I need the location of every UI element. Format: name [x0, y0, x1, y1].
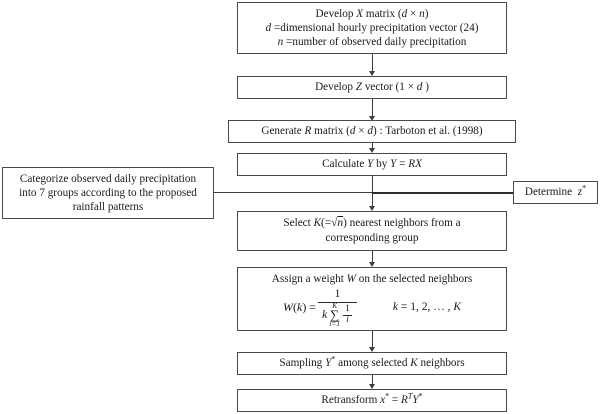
- formula-numerator: 1: [334, 288, 341, 301]
- arrowhead-sampling: [369, 347, 375, 352]
- arrowhead-generate-r: [369, 116, 375, 121]
- arrowhead-select-k: [369, 206, 375, 211]
- formula-denominator: k K ∑ i=1 1 i: [318, 301, 357, 329]
- connector-develop-x-to-develop-z: [372, 54, 373, 73]
- node-sampling-y-star-line1: Sampling Y* among selected K neighbors: [279, 354, 465, 370]
- assign-weight-formula: W(k) = 1 k K ∑ i=1 1 i: [242, 287, 502, 327]
- arrowhead-retransform: [369, 384, 375, 389]
- node-determine-z-star: Determine z*: [513, 181, 598, 204]
- formula-lhs: W(k) =: [282, 299, 317, 314]
- connector-select-k-to-assign-weight: [372, 251, 373, 264]
- arrowhead-develop-z: [369, 71, 375, 76]
- node-select-k-neighbors: Select K(=√n) nearest neighbors from a c…: [237, 211, 507, 251]
- node-determine-z-star-line1: Determine z*: [524, 183, 587, 199]
- node-sampling-y-star: Sampling Y* among selected K neighbors: [237, 352, 507, 375]
- formula-sigma: K ∑ i=1: [329, 301, 341, 329]
- formula-inner-numerator: 1: [345, 303, 350, 314]
- arrowhead-calculate-y: [369, 148, 375, 153]
- node-retransform-x-star-line1: Retransform x* = RTY*: [321, 391, 423, 407]
- node-develop-x-matrix-line1: Develop X matrix (d × n): [315, 7, 429, 20]
- node-develop-z-vector-line1: Develop Z vector (1 × d ): [315, 81, 429, 94]
- formula-sigma-glyph: ∑: [330, 307, 340, 323]
- node-develop-z-vector: Develop Z vector (1 × d ): [237, 76, 507, 99]
- formula-range: k = 1, 2, … , K: [392, 301, 461, 314]
- formula-sigma-lower: i=1: [329, 319, 341, 329]
- formula-sigma-upper: K: [332, 301, 338, 311]
- connector-determine-z-to-main-flow: [372, 192, 513, 194]
- node-generate-r-matrix: Generate R matrix (d × d) : Tarboton et …: [228, 120, 516, 143]
- formula-fraction: 1 k K ∑ i=1 1 i: [318, 287, 357, 329]
- formula-equation: W(k) = 1 k K ∑ i=1 1 i: [282, 287, 359, 329]
- formula-inner-fraction: 1 i: [342, 303, 353, 326]
- arrowhead-assign-weight: [369, 262, 375, 267]
- node-assign-weight-line1: Assign a weight W on the selected neighb…: [271, 273, 473, 285]
- node-select-k-neighbors-line2: corresponding group: [325, 232, 419, 245]
- connector-generate-r-to-calculate-y: [372, 143, 373, 149]
- node-categorize-precipitation-line3: rainfall patterns: [72, 201, 144, 214]
- connector-categorize-to-main-flow: [214, 192, 374, 193]
- node-calculate-y-line1: Calculate Y by Y = RX: [322, 158, 422, 171]
- node-assign-weight: Assign a weight W on the selected neighb…: [237, 267, 507, 331]
- node-select-k-neighbors-line1: Select K(=√n) nearest neighbors from a: [283, 217, 461, 230]
- node-categorize-precipitation-line1: Categorize observed daily precipitation: [19, 172, 197, 185]
- node-retransform-x-star: Retransform x* = RTY*: [237, 389, 507, 412]
- node-develop-x-matrix-line2: d =dimensional hourly precipitation vect…: [265, 21, 479, 34]
- formula-inner-denominator: i: [343, 314, 352, 326]
- connector-sampling-to-retransform: [372, 375, 373, 386]
- node-develop-x-matrix: Develop X matrix (d × n) d =dimensional …: [237, 2, 507, 54]
- node-calculate-y: Calculate Y by Y = RX: [237, 153, 507, 176]
- node-generate-r-matrix-line1: Generate R matrix (d × d) : Tarboton et …: [261, 125, 483, 138]
- formula-denominator-k: k: [322, 308, 328, 321]
- node-develop-x-matrix-line3: n =number of observed daily precipitatio…: [277, 36, 467, 49]
- connector-assign-weight-to-sampling: [372, 331, 373, 349]
- node-categorize-precipitation: Categorize observed daily precipitation …: [2, 167, 214, 219]
- node-categorize-precipitation-line2: into 7 groups according to the proposed: [19, 186, 197, 199]
- connector-develop-z-to-generate-r: [372, 99, 373, 118]
